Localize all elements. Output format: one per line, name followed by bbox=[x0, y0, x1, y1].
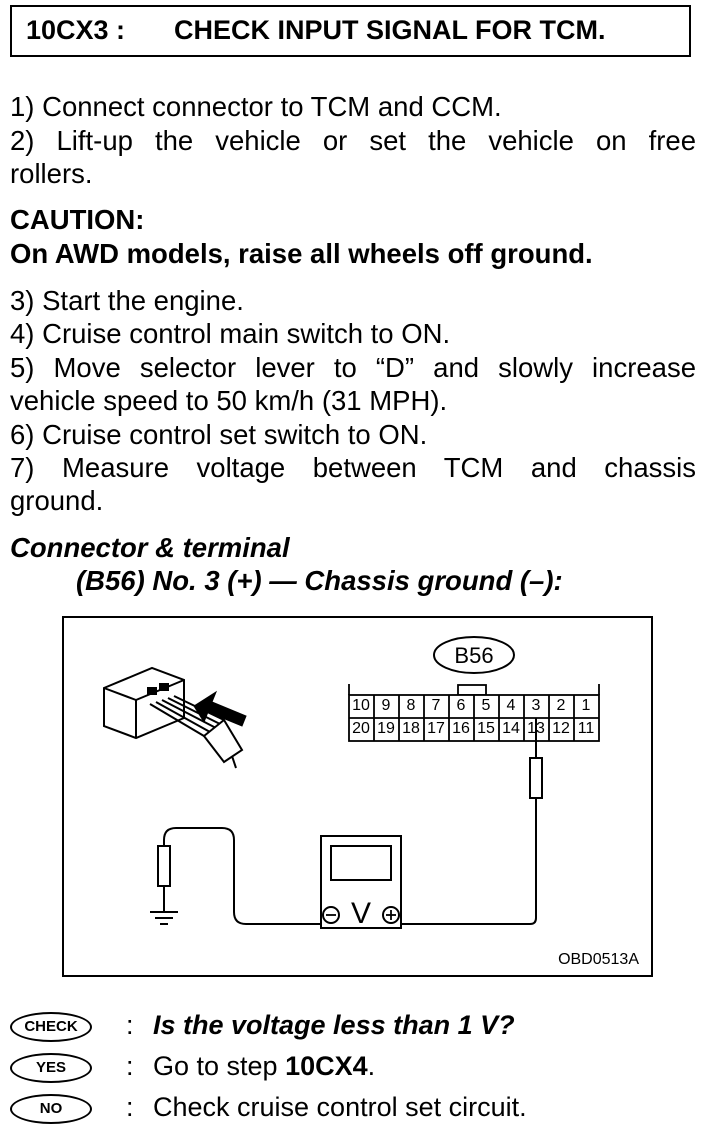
terminal-9: 9 bbox=[381, 697, 391, 714]
terminal-17: 17 bbox=[427, 720, 445, 737]
step-4: 4) Cruise control main switch to ON. bbox=[10, 318, 451, 349]
negative-probe bbox=[157, 827, 323, 925]
yes-step-link: 10CX4 bbox=[285, 1051, 368, 1081]
check-question: Is the voltage less than 1 V? bbox=[153, 1010, 515, 1040]
terminal-10: 10 bbox=[352, 697, 370, 714]
insertion-arrow-icon bbox=[193, 690, 247, 727]
connector-label: B56 bbox=[454, 643, 493, 668]
terminal-16: 16 bbox=[452, 720, 470, 737]
no-answer: Check cruise control set circuit. bbox=[153, 1092, 527, 1122]
terminal-4: 4 bbox=[506, 697, 516, 714]
wiring-diagram: B56 bbox=[62, 616, 653, 977]
step-7-line-2: ground. bbox=[10, 485, 104, 516]
figure-id: OBD0513A bbox=[558, 951, 639, 968]
yes-prefix: Go to step bbox=[153, 1051, 286, 1081]
terminal-1: 1 bbox=[581, 697, 591, 714]
yes-badge: YES bbox=[10, 1053, 92, 1083]
step-7-line-1: 7) Measure voltage between TCM and chass… bbox=[10, 452, 696, 483]
terminal-2: 2 bbox=[556, 697, 566, 714]
terminal-12: 12 bbox=[552, 720, 570, 737]
terminal-20: 20 bbox=[352, 720, 370, 737]
step-title: CHECK INPUT SIGNAL FOR TCM. bbox=[174, 15, 606, 45]
voltmeter-terminal-signs bbox=[326, 910, 396, 920]
step-6: 6) Cruise control set switch to ON. bbox=[10, 419, 428, 450]
connector-heading: Connector & terminal bbox=[10, 532, 290, 563]
no-badge: NO bbox=[10, 1094, 92, 1124]
check-colon: : bbox=[126, 1010, 134, 1040]
terminal-8: 8 bbox=[406, 697, 416, 714]
voltmeter bbox=[320, 835, 402, 929]
terminal-11: 11 bbox=[577, 720, 595, 737]
check-badge: CHECK bbox=[10, 1012, 92, 1042]
connector-spec: (B56) No. 3 (+) — Chassis ground (–): bbox=[76, 565, 563, 596]
terminal-13: 13 bbox=[527, 720, 545, 737]
step-code: 10CX3 : bbox=[26, 15, 126, 45]
terminal-5: 5 bbox=[481, 697, 491, 714]
wiring-diagram-drawing: B56 bbox=[103, 636, 600, 930]
terminal-15: 15 bbox=[477, 720, 495, 737]
terminal-3: 3 bbox=[531, 697, 541, 714]
step-3: 3) Start the engine. bbox=[10, 285, 244, 316]
voltmeter-symbol: V bbox=[351, 897, 371, 930]
step-5-line-2: vehicle speed to 50 km/h (31 MPH). bbox=[10, 385, 448, 416]
positive-probe bbox=[394, 718, 543, 925]
yes-colon: : bbox=[126, 1051, 134, 1081]
terminal-6: 6 bbox=[456, 697, 466, 714]
connector-label-oval bbox=[433, 636, 515, 674]
no-colon: : bbox=[126, 1092, 134, 1122]
caution-text: On AWD models, raise all wheels off grou… bbox=[10, 238, 593, 269]
terminal-grid bbox=[348, 684, 600, 742]
step-1: 1) Connect connector to TCM and CCM. bbox=[10, 91, 502, 122]
chassis-ground-icon bbox=[150, 911, 178, 925]
terminal-7: 7 bbox=[431, 697, 441, 714]
step-2-line-2: rollers. bbox=[10, 158, 93, 189]
step-5-line-1: 5) Move selector lever to “D” and slowly… bbox=[10, 352, 696, 383]
terminal-19: 19 bbox=[377, 720, 395, 737]
caution-label: CAUTION: bbox=[10, 204, 145, 235]
yes-answer: Go to step 10CX4. bbox=[153, 1051, 375, 1082]
terminal-14: 14 bbox=[502, 720, 520, 737]
yes-suffix: . bbox=[367, 1051, 376, 1081]
terminal-18: 18 bbox=[402, 720, 420, 737]
step-2-line-1: 2) Lift-up the vehicle or set the vehicl… bbox=[10, 125, 696, 156]
step-header: 10CX3 : CHECK INPUT SIGNAL FOR TCM. bbox=[10, 5, 691, 57]
